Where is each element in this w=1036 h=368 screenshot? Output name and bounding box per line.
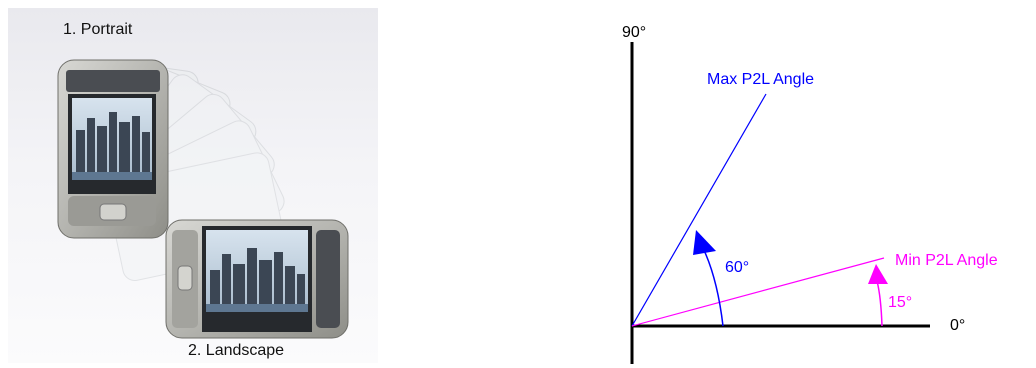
min-p2l-angle-line [631,257,885,327]
min-p2l-angle-label: Min P2L Angle [895,252,998,269]
portrait-label: 1. Portrait [63,21,133,38]
landscape-label: 2. Landscape [188,342,285,359]
max-p2l-angle-line [631,93,767,327]
device-rotation-illustration: 1. Portrait 2. Landscape [8,8,378,363]
max-angle-value: 60° [725,259,749,276]
min-angle-value: 15° [888,294,912,311]
landscape-device [165,219,349,339]
axis-label-0: 0° [950,317,965,334]
min-angle-arrowhead [868,264,888,284]
device-rotation-graphic [57,59,349,339]
max-p2l-angle-label: Max P2L Angle [707,71,814,88]
portrait-device [57,59,169,239]
max-angle-arc [693,230,724,327]
axis-label-90: 90° [622,24,646,41]
min-angle-arc [868,264,888,327]
max-angle-arrowhead [693,230,716,255]
